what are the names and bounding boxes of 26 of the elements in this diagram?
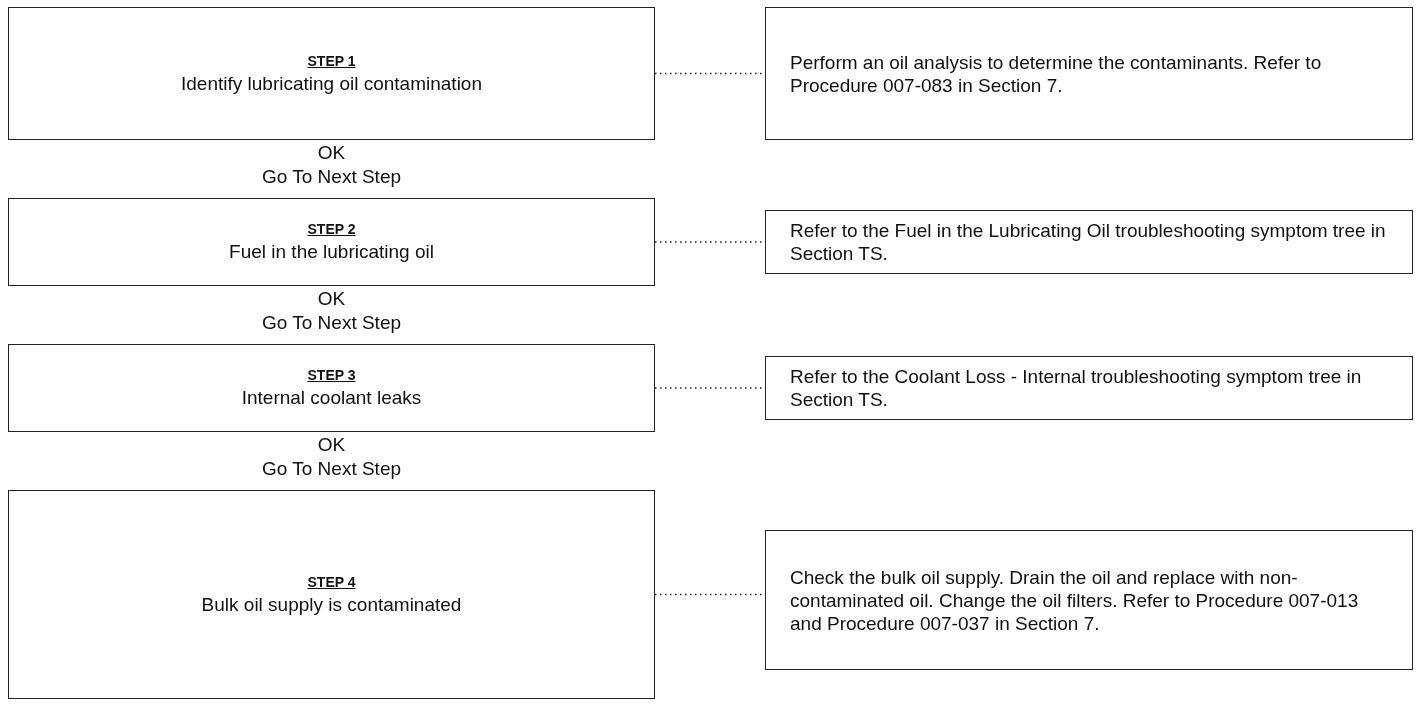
step-heading: STEP 1 [307,52,356,69]
step-box [8,7,655,140]
step-description: Bulk oil supply is contaminated [201,592,462,616]
next-step-label: Go To Next Step [260,312,403,334]
ok-label: OK [316,142,347,164]
correction-text: Check the bulk oil supply. Drain the oil and replace with non-contaminated oil. Change the oil filters. Refer to Procedure 007-013 and Procedure 007-037 in Section 7. [790,565,1360,635]
step-heading: STEP 4 [307,573,356,590]
next-step-label: Go To Next Step [260,458,403,480]
correction-text: Refer to the Fuel in the Lubricating Oil troubleshooting symptom tree in Section TS. [790,219,1387,265]
correction-box [765,530,1413,670]
correction-text: Perform an oil analysis to determine the contaminants. Refer to Procedure 007-083 in Section 7. [790,50,1323,97]
correction-box [765,356,1413,420]
step-box [8,344,655,432]
ok-label: OK [316,434,347,456]
step-description: Fuel in the lubricating oil [229,240,434,263]
correction-text: Refer to the Coolant Loss - Internal troubleshooting symptom tree in Section TS. [790,365,1363,411]
step-box [8,198,655,286]
next-step-label: Go To Next Step [260,166,403,188]
step-description: Identify lubricating oil contamination [181,71,482,95]
step-box [8,490,655,699]
correction-box [765,7,1413,140]
step-description: Internal coolant leaks [241,386,422,409]
step-heading: STEP 3 [307,367,356,383]
correction-box [765,210,1413,274]
ok-label: OK [316,288,347,310]
step-heading: STEP 2 [307,221,356,237]
